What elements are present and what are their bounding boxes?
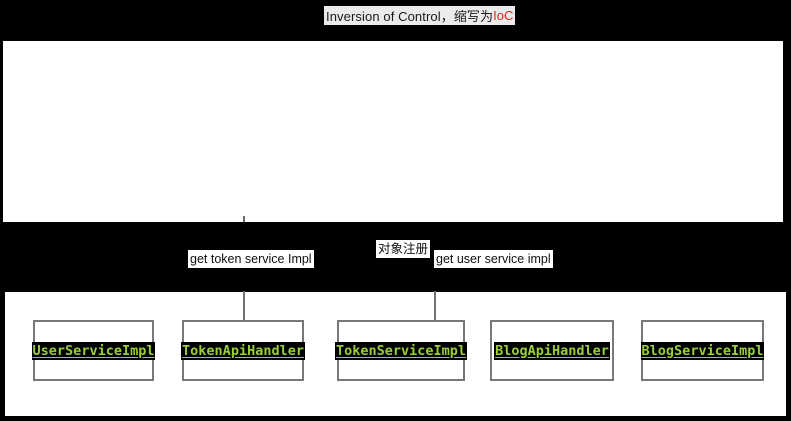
class-label-token-api-handler: TokenApiHandler xyxy=(181,341,305,360)
class-box-blog-api-handler[interactable]: BlogApiHandler xyxy=(490,320,614,381)
class-box-token-api-handler[interactable]: TokenApiHandler xyxy=(181,320,305,381)
class-label-token-service-impl: TokenServiceImpl xyxy=(334,341,468,360)
annotation-object-registration: 对象注册 xyxy=(376,240,431,258)
annotation-get-token-service-impl: get token service Impl xyxy=(188,250,314,268)
upper-content-panel xyxy=(3,41,783,222)
title-accent-ioc: IoC xyxy=(493,8,514,23)
connector-line-to-token-api-handler xyxy=(243,291,245,321)
class-label-blog-service-impl: BlogServiceImpl xyxy=(640,341,765,360)
class-label-blog-api-handler: BlogApiHandler xyxy=(494,341,610,360)
class-label-user-service-impl: UserServiceImpl xyxy=(31,341,156,360)
class-box-token-service-impl[interactable]: TokenServiceImpl xyxy=(334,320,468,381)
class-box-user-service-impl[interactable]: UserServiceImpl xyxy=(31,320,156,381)
annotation-get-user-service-impl: get user service impl xyxy=(434,250,553,268)
connector-line-to-token-service-impl xyxy=(434,291,436,321)
page-title: Inversion of Control，缩写为 xyxy=(326,9,494,24)
class-box-blog-service-impl[interactable]: BlogServiceImpl xyxy=(640,320,765,381)
connector-stub-top xyxy=(243,216,245,222)
